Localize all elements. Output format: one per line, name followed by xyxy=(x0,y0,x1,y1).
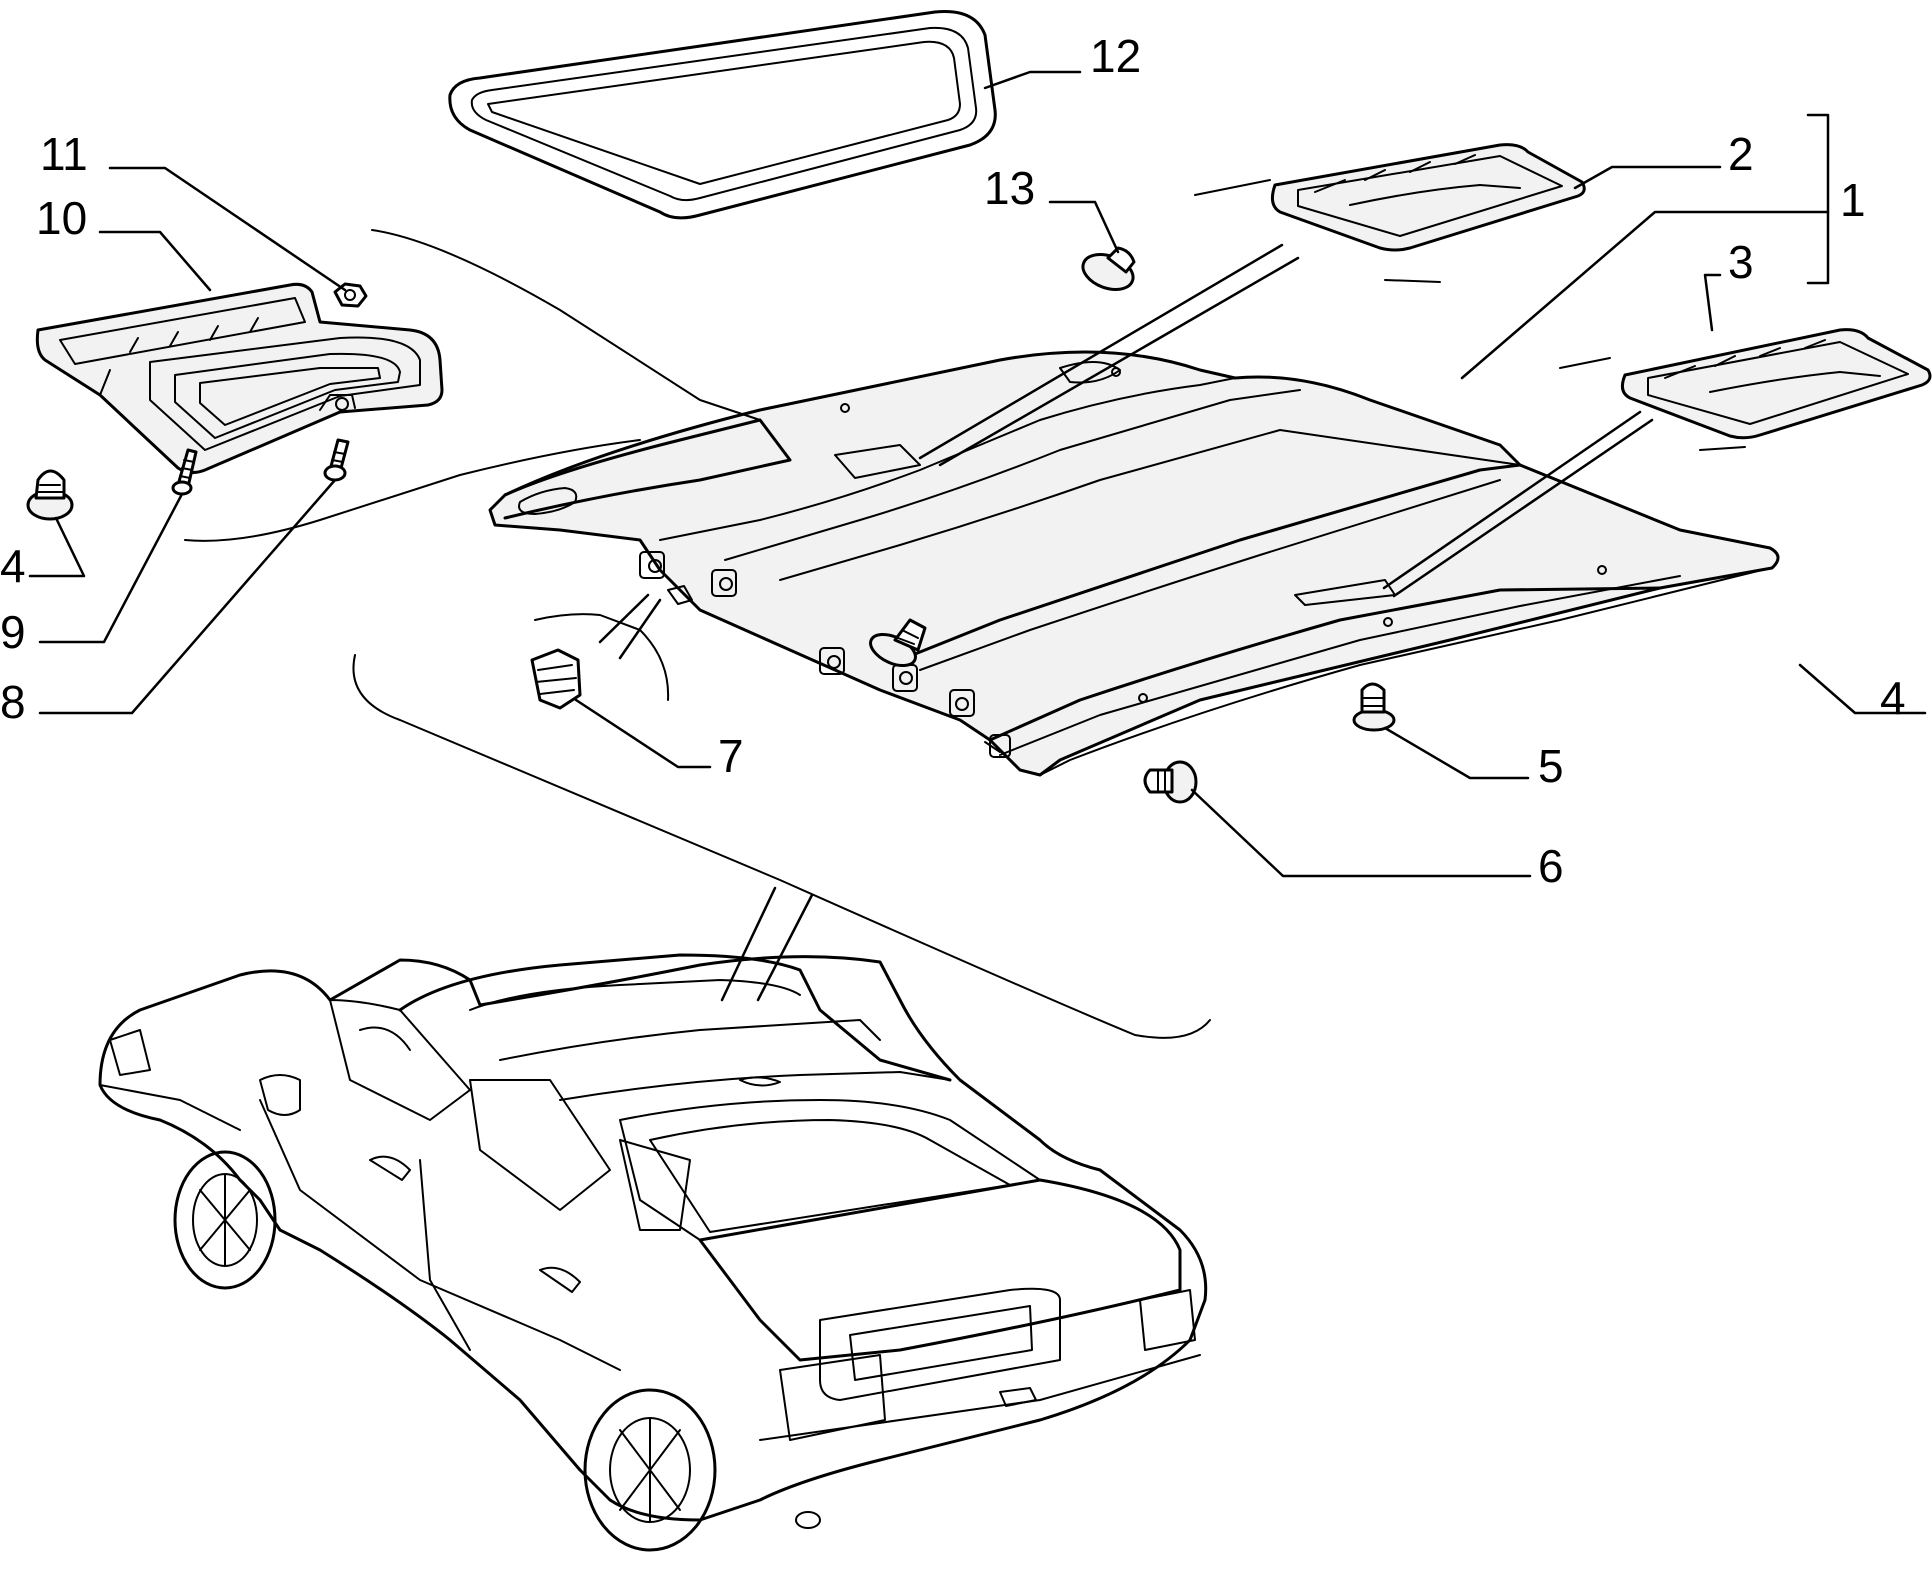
clip-4-left xyxy=(26,469,74,521)
callout-7: 7 xyxy=(718,730,744,782)
car-outline xyxy=(98,953,1208,1552)
callout-10: 10 xyxy=(36,192,87,244)
clip-5 xyxy=(1352,682,1396,732)
callout-13: 13 xyxy=(984,162,1035,214)
leader-lines xyxy=(28,70,1927,1002)
callout-2: 2 xyxy=(1728,128,1754,180)
clip-7 xyxy=(530,648,582,710)
callout-12: 12 xyxy=(1090,30,1141,82)
callout-1: 1 xyxy=(1840,174,1866,226)
callout-3: 3 xyxy=(1728,236,1754,288)
dome-lamp-housing xyxy=(35,282,444,475)
callout-8: 8 xyxy=(0,676,26,728)
clip-4-right xyxy=(869,618,927,668)
lamp-frame-2 xyxy=(1270,143,1586,252)
callout-6: 6 xyxy=(1538,840,1564,892)
callout-4-right: 4 xyxy=(1880,672,1906,724)
lamp-frame-3 xyxy=(1620,328,1932,440)
callout-5: 5 xyxy=(1538,740,1564,792)
roof-headlining xyxy=(488,350,1780,777)
callout-9: 9 xyxy=(0,606,26,658)
sunroof-seal xyxy=(448,9,997,220)
clip-6 xyxy=(1143,760,1198,804)
cap-13 xyxy=(1081,246,1136,291)
callout-labels: 12 11 10 13 2 1 3 4 9 8 7 4 5 6 xyxy=(0,30,1906,892)
callout-11: 11 xyxy=(40,128,88,180)
callout-4-left: 4 xyxy=(0,540,26,592)
screw-8 xyxy=(323,438,350,482)
